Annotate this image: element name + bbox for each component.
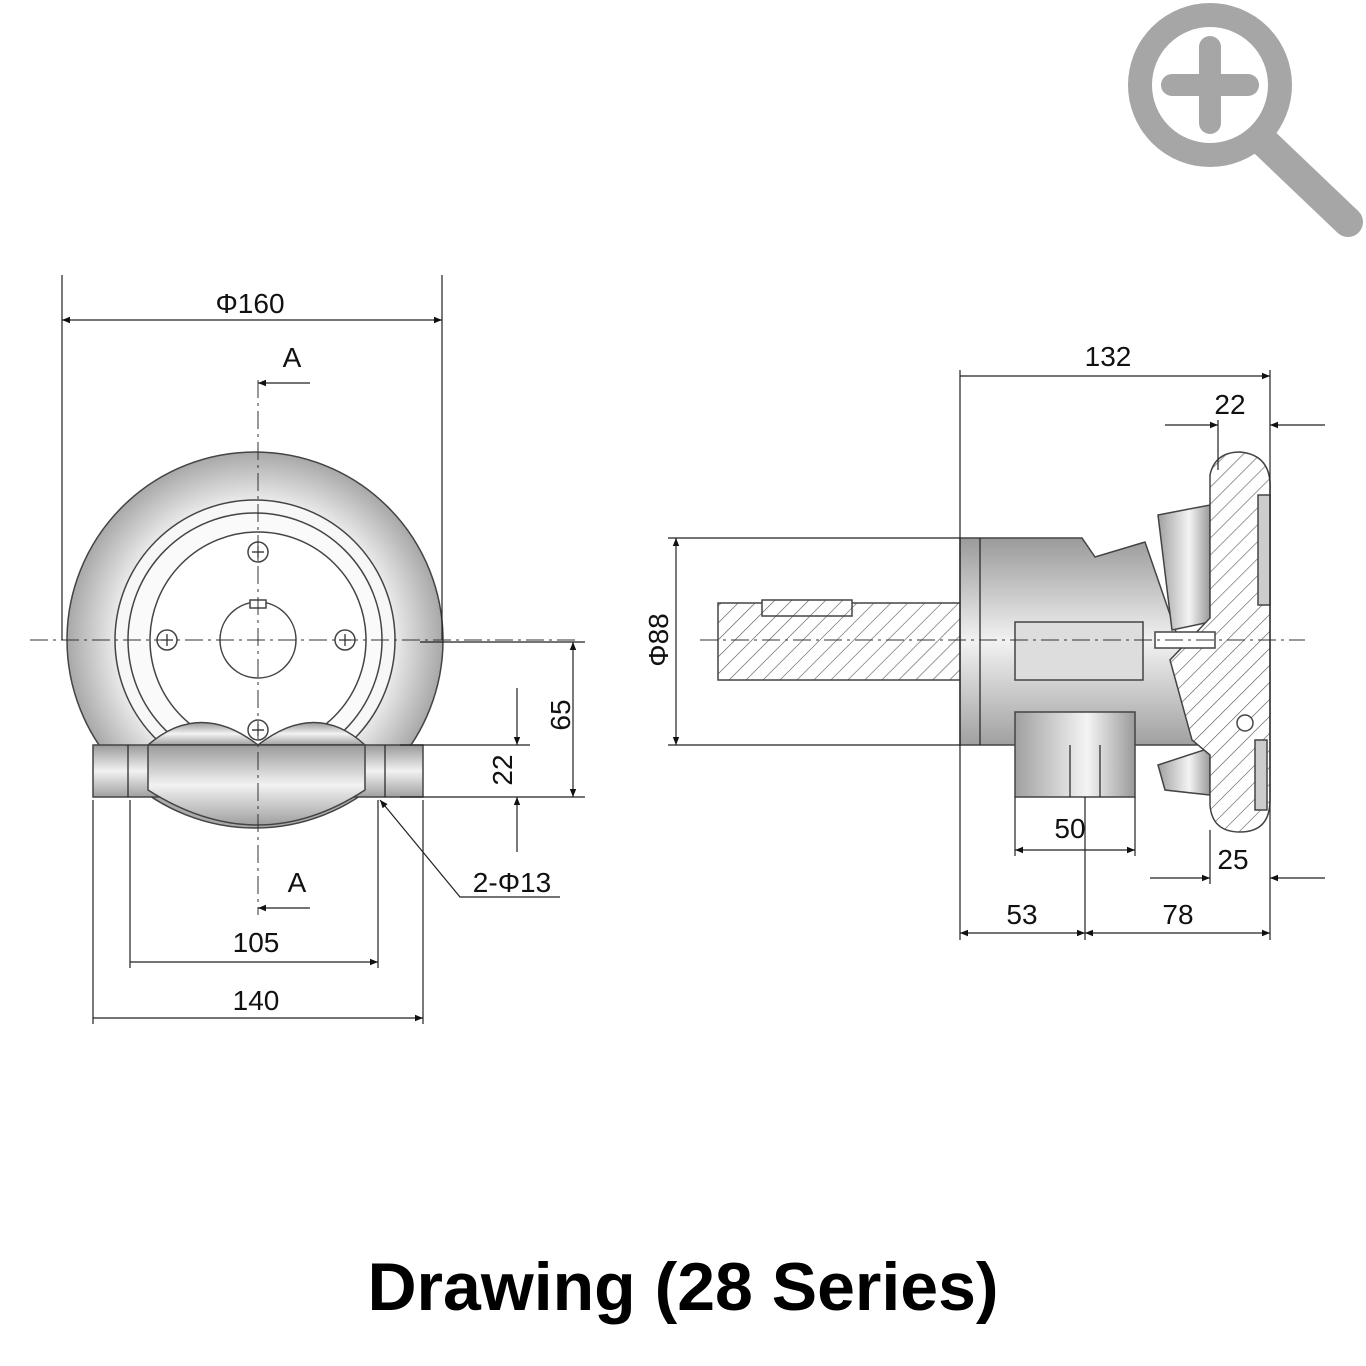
dim-flange-25: 25: [1217, 844, 1248, 875]
dim-height-65: 65: [545, 699, 576, 730]
dim-outer-diameter: Φ160: [215, 288, 284, 319]
front-view: Φ160 A A 65 22 2-Φ13 105 140: [30, 275, 585, 1024]
dim-height-22: 22: [487, 754, 518, 785]
dim-diameter-88: Φ88: [643, 613, 674, 666]
dim-hole-spacing: 105: [233, 927, 280, 958]
dim-length-78: 78: [1162, 899, 1193, 930]
side-view: Φ88 132 22 50 25 53 78: [643, 341, 1325, 940]
dim-holes: 2-Φ13: [473, 867, 551, 898]
section-mark-bottom: A: [288, 867, 307, 898]
dim-flange-22: 22: [1214, 389, 1245, 420]
section-mark-top: A: [283, 342, 302, 373]
drawing-title: Drawing (28 Series): [367, 1249, 999, 1325]
dim-overall-length: 132: [1085, 341, 1132, 372]
dim-foot-50: 50: [1054, 813, 1085, 844]
zoom-in-icon[interactable]: [1128, 3, 1363, 237]
dim-length-53: 53: [1006, 899, 1037, 930]
dim-base-width: 140: [233, 985, 280, 1016]
